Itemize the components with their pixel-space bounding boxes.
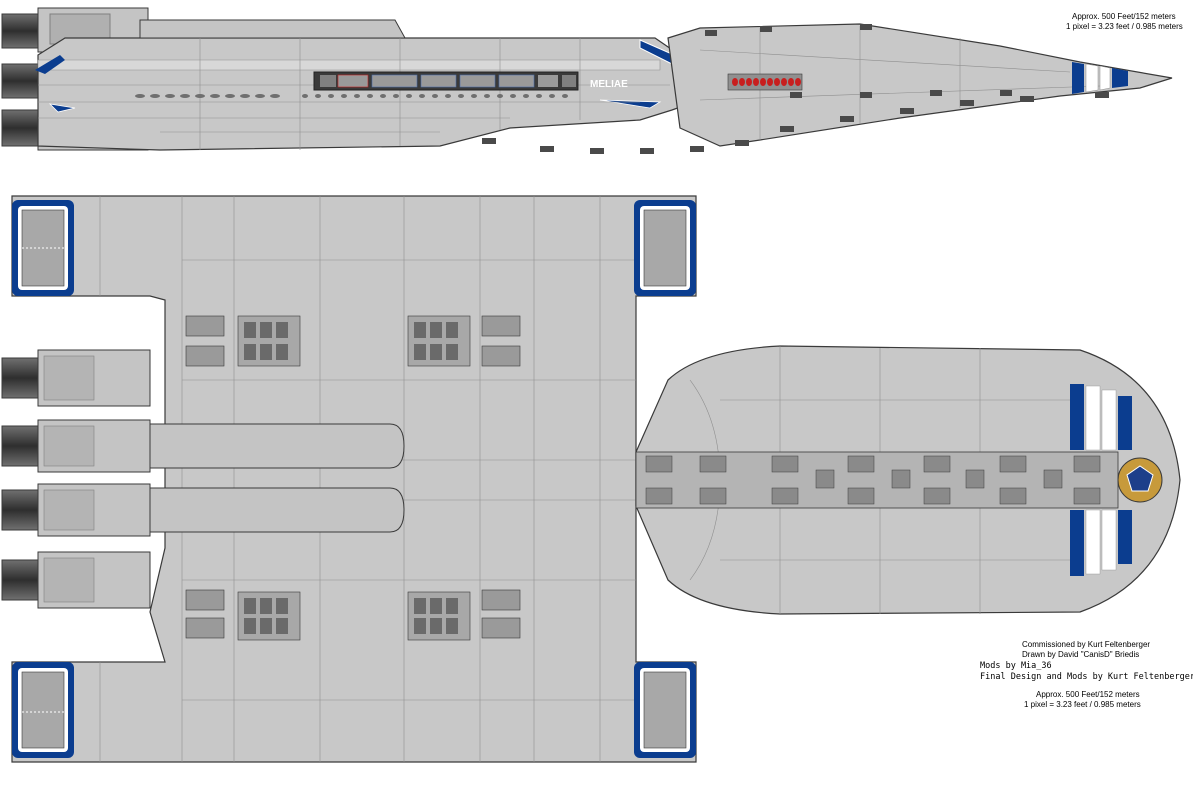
- scale-bottom-line1: Approx. 500 Feet/152 meters: [1036, 690, 1140, 699]
- credit-drawn: Drawn by David "CanisD" Briedis: [1022, 650, 1140, 659]
- side-window-row: [135, 94, 568, 98]
- bow-stripes: [1070, 384, 1132, 576]
- central-spine: [635, 451, 1119, 509]
- ship-name-label: MELIAE: [590, 79, 628, 90]
- top-engine-4: [1, 551, 151, 609]
- side-flight-deck: [313, 71, 579, 91]
- credit-final: Final Design and Mods by Kurt Feltenberg…: [980, 672, 1193, 682]
- credit-mods: Mods by Mia_36: [980, 661, 1052, 671]
- scale-bottom-line2: 1 pixel = 3.23 feet / 0.985 meters: [1024, 700, 1141, 709]
- top-view: [1, 195, 1181, 763]
- nacelle-top-left: [12, 200, 74, 296]
- hull-fixtures: [185, 315, 521, 641]
- nacelle-bottom-right: [634, 662, 696, 758]
- ship-emblem: [1117, 457, 1163, 503]
- top-engine-3: [1, 483, 405, 537]
- top-engine-1: [1, 349, 151, 407]
- nacelle-bottom-left: [12, 662, 74, 758]
- side-main-hull: [37, 37, 701, 151]
- side-engine-mid: [1, 63, 39, 99]
- top-main-hull: [11, 195, 697, 763]
- scale-top-line2: 1 pixel = 3.23 feet / 0.985 meters: [1066, 22, 1183, 31]
- side-red-windows: [727, 73, 803, 91]
- scale-top-line1: Approx. 500 Feet/152 meters: [1072, 12, 1176, 21]
- nacelle-top-right: [634, 200, 696, 296]
- top-engine-2: [1, 419, 405, 473]
- credit-commissioned: Commissioned by Kurt Feltenberger: [1022, 640, 1151, 649]
- side-view: MELIAE: [1, 7, 1173, 154]
